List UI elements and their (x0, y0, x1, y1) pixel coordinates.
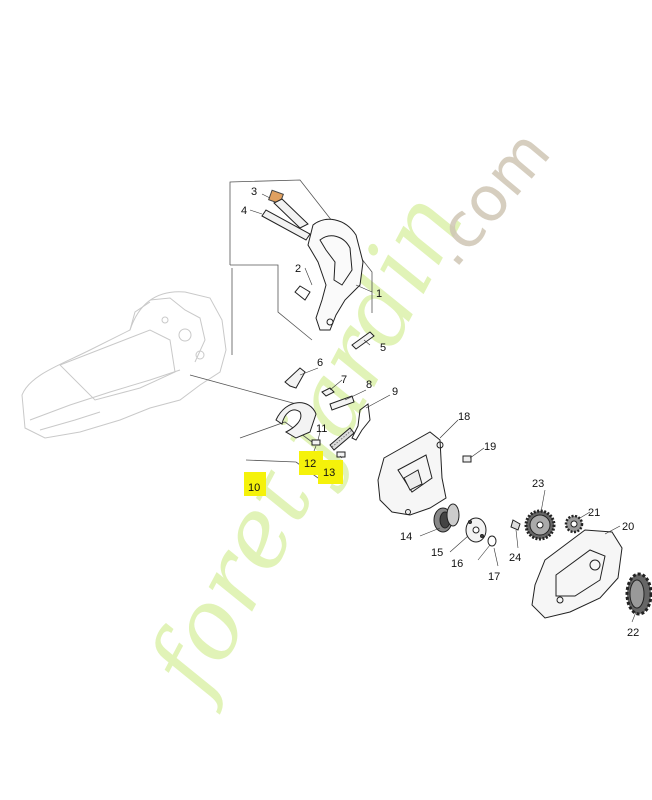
callout-24: 24 (509, 552, 521, 564)
highlight-boxes (244, 451, 343, 496)
callout-3: 3 (251, 186, 257, 198)
watermark-text-foret: foret (124, 451, 336, 716)
part-sprocket-cover (377, 431, 472, 516)
callout-19: 19 (484, 441, 496, 453)
callout-23: 23 (532, 478, 544, 490)
part-4-strip (261, 209, 311, 241)
callout-6: 6 (317, 357, 323, 369)
callout-4: 4 (241, 205, 247, 217)
callout-2: 2 (295, 263, 301, 275)
leader-lines (249, 193, 637, 623)
callout-8: 8 (366, 379, 372, 391)
callout-11: 11 (316, 423, 327, 435)
callout-labels: 1 2 3 4 5 6 7 8 9 10 11 12 13 14 15 16 1… (241, 186, 639, 639)
callout-12: 12 (304, 458, 316, 470)
part-handle (261, 189, 364, 331)
callout-17: 17 (488, 571, 500, 583)
callout-14: 14 (400, 531, 412, 543)
chainsaw-housing (21, 291, 227, 439)
callout-7: 7 (341, 374, 347, 386)
callout-18: 18 (458, 411, 470, 423)
highlight-13 (318, 460, 343, 484)
callout-5: 5 (380, 342, 386, 354)
part-hardware (275, 331, 375, 458)
highlight-10 (244, 472, 266, 496)
part-knob (625, 572, 652, 616)
callout-10: 10 (248, 482, 260, 494)
callout-9: 9 (392, 386, 398, 398)
part-small-gear (564, 514, 584, 534)
callout-13: 13 (323, 467, 335, 479)
callout-20: 20 (622, 521, 634, 533)
callout-22: 22 (627, 627, 639, 639)
callout-21: 21 (588, 507, 600, 519)
part-side-cover (531, 529, 623, 619)
callout-15: 15 (431, 547, 443, 559)
part-sprocket-wheel (524, 509, 556, 541)
callout-16: 16 (451, 558, 463, 570)
callout-1: 1 (376, 288, 382, 300)
part-clutch-drum (433, 503, 521, 547)
watermark: foret jardin .com (124, 116, 565, 716)
